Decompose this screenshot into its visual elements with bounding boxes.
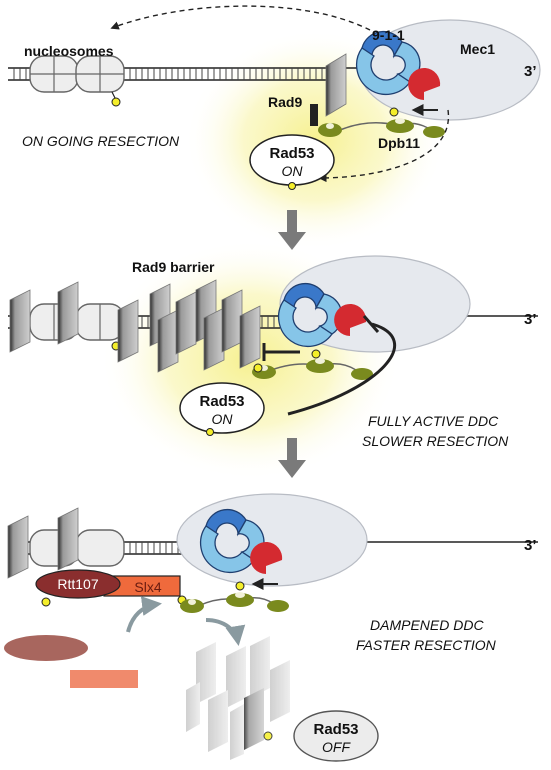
- feedback-inhibition-bar: [362, 315, 380, 333]
- slx4-label: Slx4: [134, 579, 161, 595]
- ongoing-resection-label: ON GOING RESECTION: [22, 133, 180, 149]
- rad53-phospho-top: [288, 182, 296, 190]
- 9-1-1-label: 9-1-1: [372, 27, 405, 43]
- released-rad9-plates: [186, 636, 290, 760]
- 9-1-1-clamp-3: [199, 508, 265, 574]
- dampened-ddc-label: DAMPENED DDC: [370, 617, 484, 633]
- flow-arrow-1: [278, 210, 306, 250]
- free-slx4: [70, 670, 138, 688]
- dpb11-protein: [318, 107, 445, 138]
- red-pacman-shape: [408, 68, 441, 100]
- nucleosome-pair: [29, 55, 125, 107]
- rtt107-label: Rtt107: [57, 576, 98, 592]
- dashed-arrow-to-nucleosomes: [110, 5, 371, 31]
- dashed-arrow-to-rad53: [318, 109, 449, 183]
- rtt107-bound: [35, 569, 121, 599]
- red-pacman-shape-3: [250, 542, 283, 574]
- rad9-barrier-plates: [9, 279, 261, 373]
- rad53-on-label-top: ON: [282, 163, 304, 179]
- rad53-label-top: Rad53: [269, 145, 314, 162]
- rad9-label: Rad9: [268, 94, 302, 110]
- rad53-off: [293, 710, 379, 762]
- fully-active-ddc-label: FULLY ACTIVE DDC: [368, 413, 499, 429]
- panel-fully-active-ddc: 3’ Rad9 barrier: [8, 240, 538, 480]
- rtt107-phospho: [41, 597, 51, 607]
- curved-arrow-up: [126, 596, 162, 633]
- rad53-on-middle: [179, 382, 265, 434]
- panel-dampened-ddc: 3’ Rtt107 Slx4: [4, 493, 538, 762]
- panel-ongoing-resection: nucleosomes Mec1 3’ Rad9 9-1-1: [8, 5, 541, 250]
- dpb11-protein-2: [252, 349, 373, 380]
- rad9-plate-marker: [310, 104, 318, 126]
- three-prime-label: 3’: [524, 63, 537, 80]
- red-pacman-shape-2: [334, 304, 367, 336]
- mec1-label: Mec1: [460, 41, 495, 57]
- rad53-on-label-middle: ON: [212, 411, 234, 427]
- nucleosomes-label: nucleosomes: [24, 43, 114, 59]
- rad53-label-bottom: Rad53: [313, 721, 358, 738]
- curved-arrow-down: [205, 618, 246, 646]
- rad53-off-label: OFF: [322, 739, 351, 755]
- rad9-barrier-label: Rad9 barrier: [132, 259, 215, 275]
- faster-resection-label: FASTER RESECTION: [356, 637, 497, 653]
- 9-1-1-clamp: [355, 30, 421, 96]
- rad53-label-middle: Rad53: [199, 393, 244, 410]
- feedback-inhibition-curve: [287, 322, 396, 416]
- rad9-plate: [325, 53, 347, 117]
- rad53-phospho-middle: [206, 428, 214, 436]
- free-rtt107: [4, 635, 88, 661]
- three-prime-label-3: 3’: [524, 537, 537, 554]
- three-prime-label-2: 3’: [524, 311, 537, 328]
- dpb11-protein-3: [180, 581, 289, 613]
- nucleosome-pair-3: [7, 507, 125, 579]
- slower-resection-label: SLOWER RESECTION: [362, 433, 509, 449]
- dpb11-label: Dpb11: [378, 135, 420, 151]
- flow-arrow-2: [278, 438, 306, 478]
